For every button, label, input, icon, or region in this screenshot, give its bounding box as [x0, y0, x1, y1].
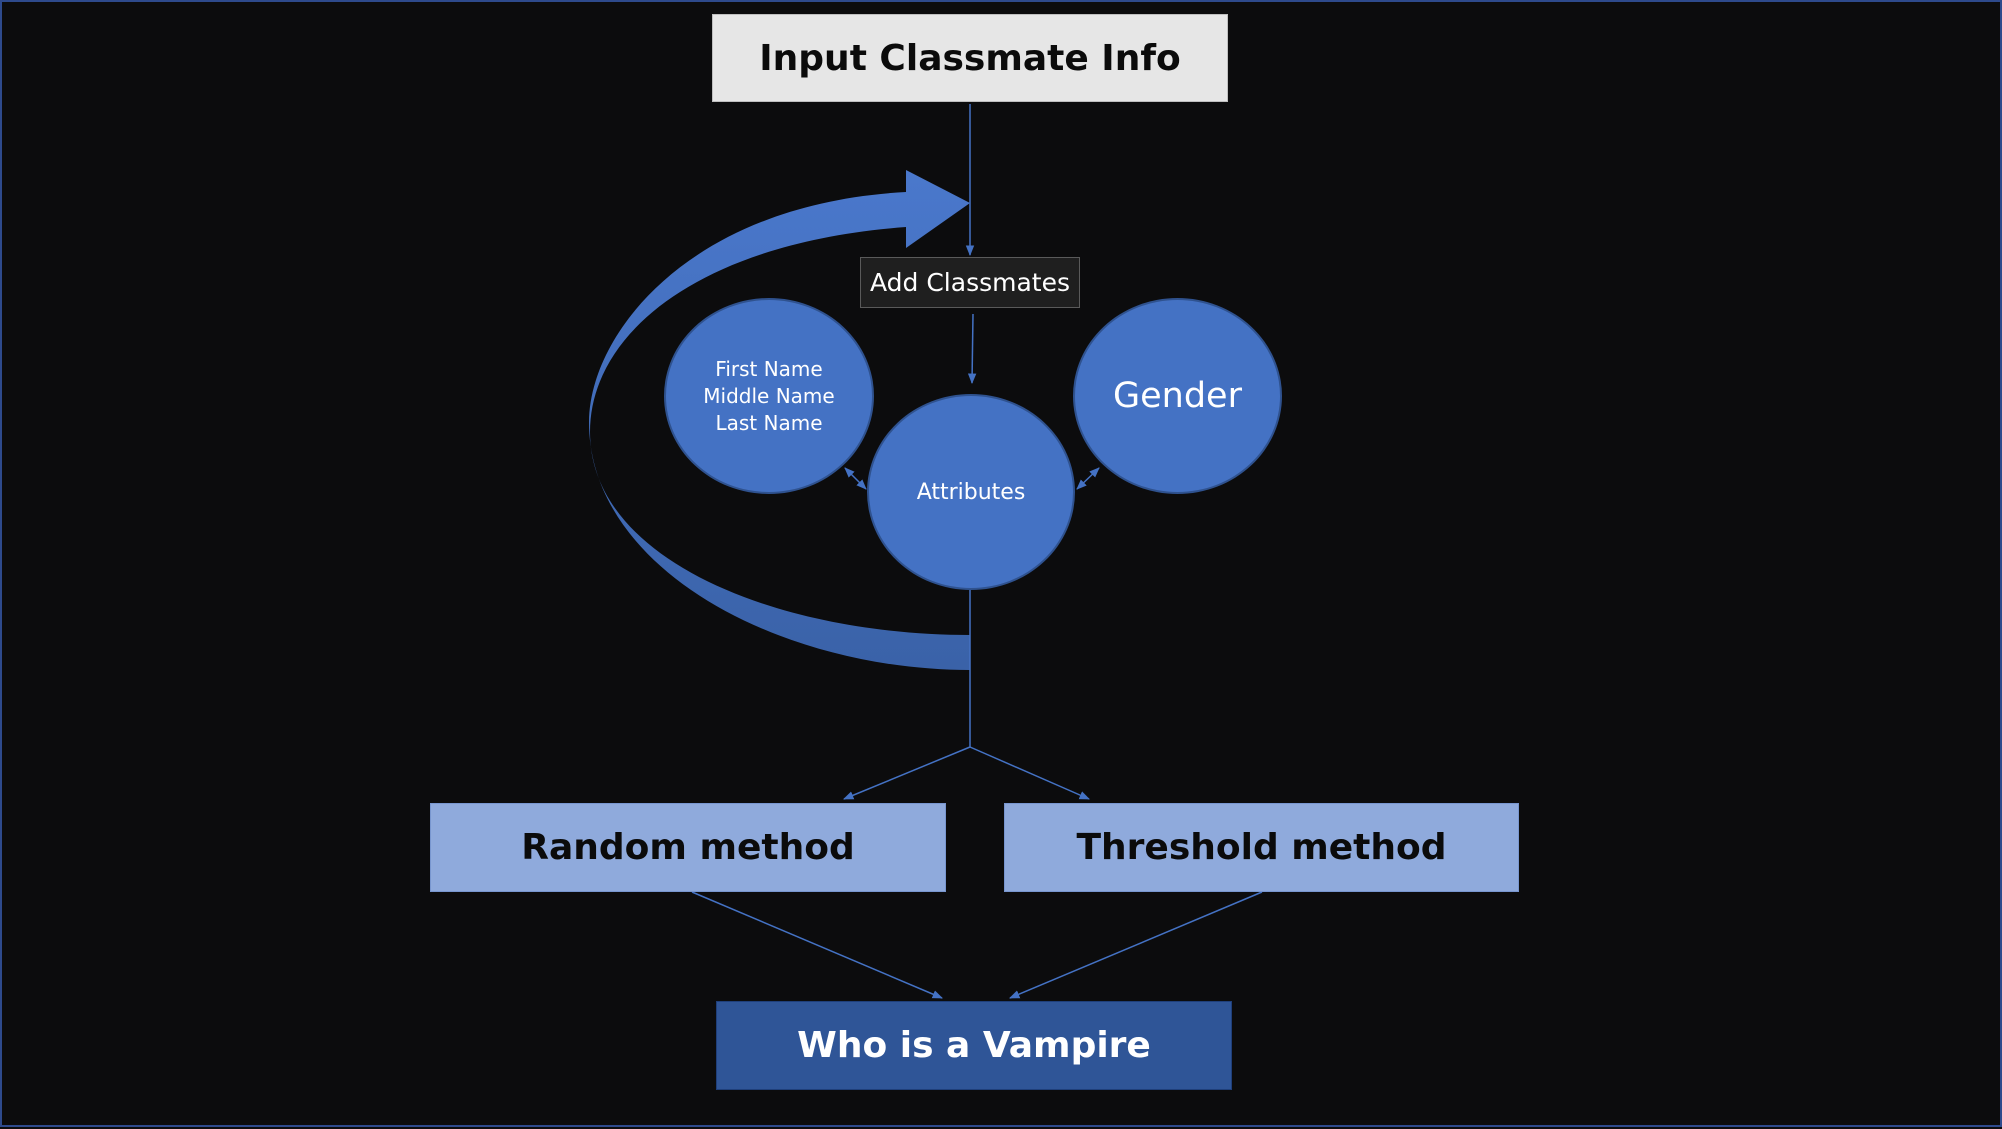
loop-back-arrow [589, 170, 970, 670]
gender-circle: Gender [1073, 298, 1282, 494]
random-method-box: Random method [430, 803, 946, 892]
connector-to-threshold [969, 746, 1090, 800]
first-name-label: First Name [715, 356, 823, 381]
middle-name-label: Middle Name [703, 383, 835, 408]
gender-label: Gender [1113, 376, 1242, 416]
threshold-method-label: Threshold method [1076, 827, 1447, 868]
connector-threshold-to-vampire [1009, 891, 1263, 999]
connector-add-to-attributes [967, 313, 977, 385]
add-classmates-label: Add Classmates [870, 268, 1070, 297]
attributes-label: Attributes [916, 479, 1026, 505]
name-fields-circle: First Name Middle Name Last Name [664, 298, 874, 494]
connector-random-to-vampire [691, 891, 943, 999]
input-classmate-info-box: Input Classmate Info [712, 14, 1228, 102]
random-method-label: Random method [521, 827, 855, 868]
who-is-a-vampire-label: Who is a Vampire [797, 1025, 1151, 1066]
connector-names-attributes [844, 467, 867, 490]
connector-to-random [843, 746, 971, 800]
connector-gender-attributes [1076, 467, 1100, 490]
last-name-label: Last Name [715, 410, 823, 435]
who-is-a-vampire-box: Who is a Vampire [716, 1001, 1232, 1090]
add-classmates-box: Add Classmates [860, 257, 1080, 308]
threshold-method-box: Threshold method [1004, 803, 1519, 892]
attributes-circle: Attributes [867, 394, 1075, 590]
input-classmate-info-label: Input Classmate Info [759, 37, 1181, 79]
